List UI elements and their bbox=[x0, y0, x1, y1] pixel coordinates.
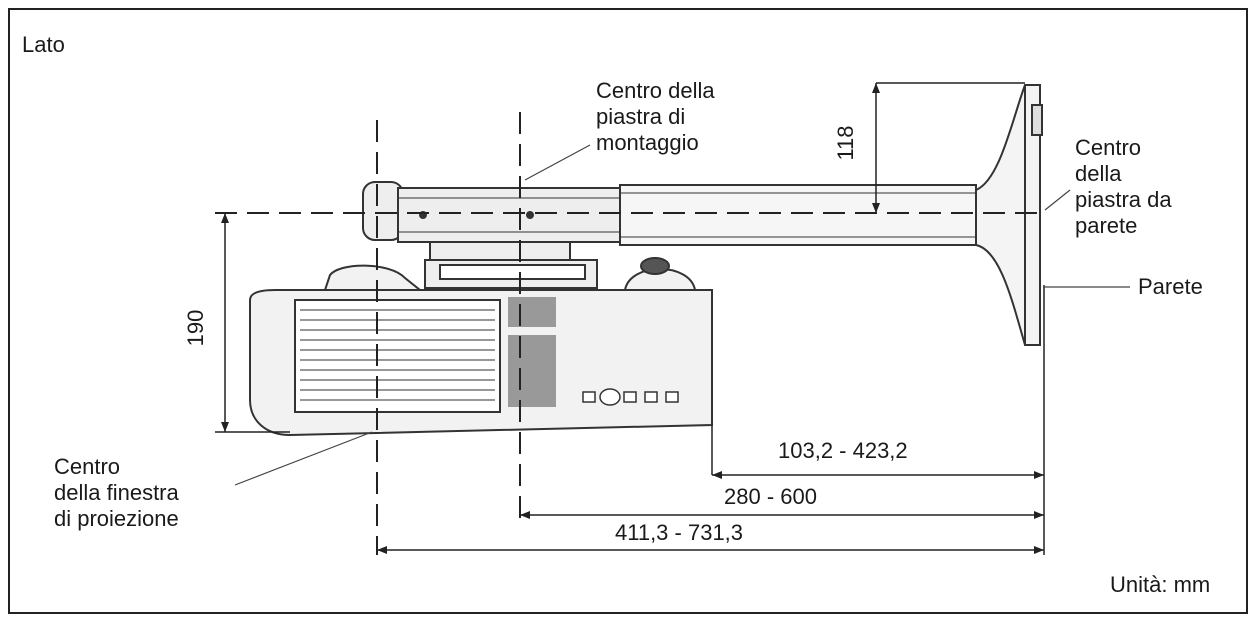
label-line: montaggio bbox=[596, 130, 699, 155]
mount-bracket bbox=[362, 181, 621, 289]
dimension-190: 190 bbox=[183, 309, 208, 347]
extension-arm bbox=[619, 184, 977, 246]
dimension-range-3: 411,3 - 731,3 bbox=[615, 520, 744, 545]
view-title: Lato bbox=[22, 32, 65, 57]
leader-lines bbox=[234, 144, 1130, 486]
label-line: piastra di bbox=[596, 104, 686, 129]
label-line: della finestra bbox=[54, 480, 179, 505]
projection-window-center-label: Centro della finestra di proiezione bbox=[54, 454, 179, 532]
control-panel bbox=[582, 388, 679, 406]
label-line: della bbox=[1075, 161, 1122, 186]
dimension-arrowheads bbox=[221, 83, 1044, 554]
label-line: Centro bbox=[54, 454, 121, 479]
label-line: parete bbox=[1075, 213, 1138, 238]
wall-plate-center-label: Centro della piastra da parete bbox=[1075, 135, 1172, 239]
unit-label: Unità: mm bbox=[1110, 572, 1211, 597]
label-line: di proiezione bbox=[54, 506, 179, 531]
label-line: piastra da bbox=[1075, 187, 1172, 212]
mount-plate-center-label: Centro della piastra di montaggio bbox=[596, 78, 715, 156]
wall-label: Parete bbox=[1138, 274, 1203, 299]
vent-grille bbox=[300, 309, 495, 401]
center-lines bbox=[215, 112, 1040, 555]
dimension-118: 118 bbox=[833, 125, 858, 161]
dimension-lines bbox=[215, 82, 1045, 555]
dimension-range-2: 280 - 600 bbox=[724, 484, 817, 509]
projector-body bbox=[249, 257, 713, 437]
frame-border bbox=[8, 8, 1248, 614]
dimension-range-1: 103,2 - 423,2 bbox=[778, 438, 908, 463]
label-line: Centro della bbox=[596, 78, 715, 103]
speaker-grille bbox=[508, 297, 556, 407]
label-line: Centro bbox=[1075, 135, 1142, 160]
wall-plate bbox=[975, 84, 1043, 346]
